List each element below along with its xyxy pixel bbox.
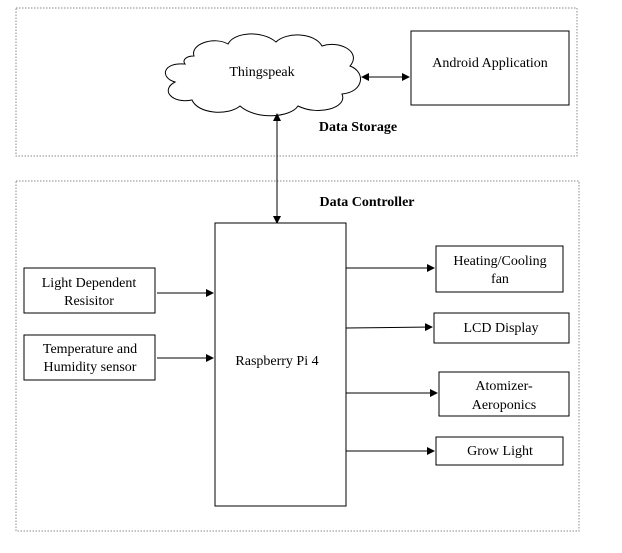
data-storage-title: Data Storage [319, 120, 397, 135]
atomizer-aeroponics-box: Atomizer- Aeroponics [438, 371, 570, 417]
light-dependent-resistor-box: Light Dependent Resisitor [23, 267, 156, 314]
thingspeak-label: Thingspeak [229, 65, 294, 80]
android-application-box: Android Application [410, 30, 570, 106]
temperature-humidity-sensor-box: Temperature and Humidity sensor [23, 334, 156, 381]
atomizer-label-line2: Aeroponics [472, 398, 537, 413]
thingspeak-cloud: Thingspeak [165, 33, 361, 117]
fan-label-line2: fan [491, 272, 509, 287]
atomizer-label-line1: Atomizer- [475, 379, 533, 394]
raspberry-pi-label: Raspberry Pi 4 [235, 354, 318, 369]
raspberry-pi-box: Raspberry Pi 4 [214, 222, 347, 507]
android-application-label: Android Application [432, 56, 548, 71]
lcd-display-box: LCD Display [433, 312, 570, 344]
ldr-label-line1: Light Dependent [42, 276, 137, 291]
temp-label-line1: Temperature and [43, 342, 137, 357]
heating-cooling-fan-box: Heating/Cooling fan [435, 245, 564, 293]
data-storage-frame [15, 7, 578, 157]
data-controller-frame [15, 180, 580, 532]
pi-to-lcd-arrow [345, 323, 433, 332]
lcd-label: LCD Display [463, 321, 538, 336]
data-controller-title: Data Controller [320, 195, 415, 210]
ldr-label-line2: Resisitor [64, 294, 114, 309]
grow-light-box: Grow Light [435, 436, 564, 466]
grow-light-label: Grow Light [467, 444, 533, 459]
fan-label-line1: Heating/Cooling [453, 254, 546, 269]
temp-label-line2: Humidity sensor [44, 360, 137, 375]
